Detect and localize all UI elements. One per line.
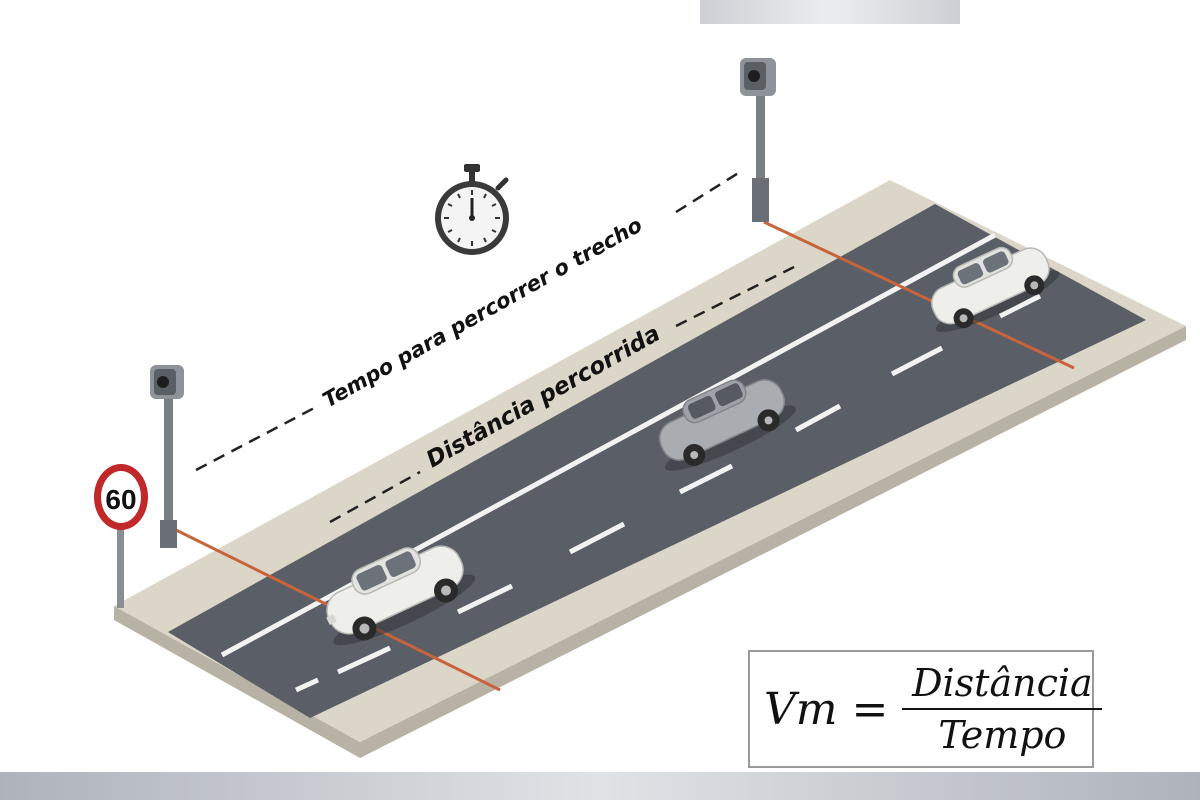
formula-fraction: Distância Tempo: [902, 660, 1103, 758]
lane-dashes: [294, 293, 1042, 693]
speed-camera-icon: [740, 58, 776, 96]
speed-camera-icon: [150, 365, 184, 399]
stopwatch-icon: [435, 164, 509, 255]
speed-camera-right: [740, 58, 776, 222]
speed-limit-sign: 60: [94, 464, 148, 608]
formula-denominator: Tempo: [938, 713, 1067, 757]
speed-camera-left: [150, 365, 184, 548]
formula-equals: =: [851, 683, 889, 735]
detection-line-end: [763, 220, 1075, 370]
speed-limit-value: 60: [105, 484, 136, 515]
fraction-bar: [902, 708, 1103, 710]
formula-lhs: Vm: [764, 683, 838, 735]
distance-dimension-line: [329, 262, 801, 524]
average-speed-formula: Vm = Distância Tempo: [748, 650, 1103, 768]
top-edge-strip: [700, 0, 960, 24]
formula-numerator: Distância: [912, 661, 1093, 705]
bottom-edge-strip: [0, 772, 1200, 800]
car-far: [931, 246, 1060, 333]
car-near: [326, 545, 476, 646]
center-solid-line: [220, 232, 997, 658]
car-middle: [658, 379, 796, 471]
time-dimension-line: [195, 170, 741, 472]
